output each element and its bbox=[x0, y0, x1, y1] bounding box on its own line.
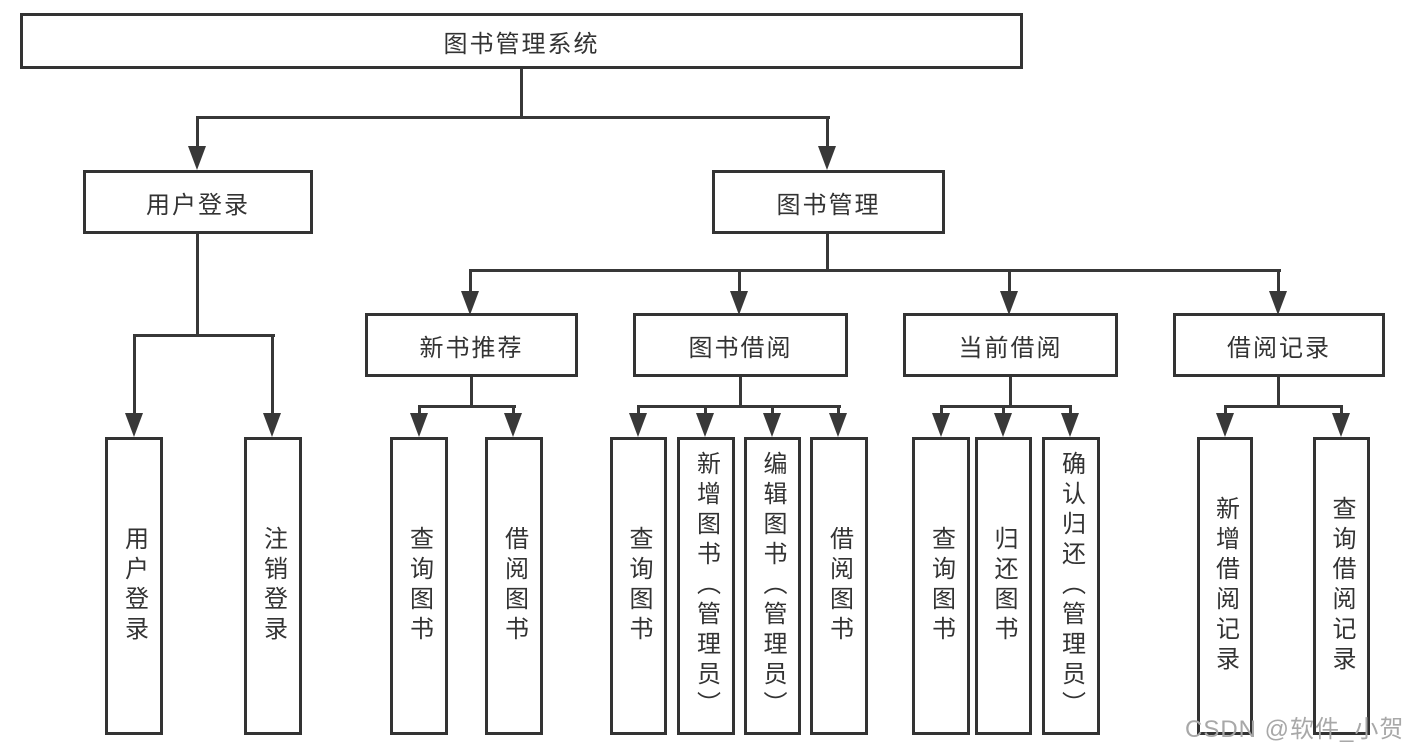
arrowhead-down-icon bbox=[829, 413, 847, 437]
arrowhead-down-icon bbox=[1216, 413, 1234, 437]
node-root-system: 图书管理系统 bbox=[20, 13, 1023, 69]
connector-drop-current-borrow bbox=[1008, 269, 1011, 295]
arrowhead-down-icon bbox=[1332, 413, 1350, 437]
leaf-add-borrow-record: 新增借阅记录 bbox=[1197, 437, 1253, 735]
connector-drop-leaf bbox=[1002, 405, 1005, 418]
leaf-label: 查询图书 bbox=[927, 526, 955, 646]
connector-borrow-records-stem bbox=[1277, 377, 1280, 408]
connector-drop-leaf bbox=[512, 405, 515, 418]
arrowhead-down-icon bbox=[696, 413, 714, 437]
leaf-query-borrow-record: 查询借阅记录 bbox=[1313, 437, 1370, 735]
leaf-user-login: 用户登录 bbox=[105, 437, 163, 735]
connector-current-borrow-stem bbox=[1009, 377, 1012, 408]
connector-root-rail bbox=[196, 116, 830, 119]
arrowhead-down-icon bbox=[410, 413, 428, 437]
leaf-borrow-books: 借阅图书 bbox=[810, 437, 868, 735]
arrowhead-down-icon bbox=[461, 291, 479, 315]
arrowhead-down-icon bbox=[818, 146, 836, 170]
csdn-watermark: CSDN @软件_小贺同学 bbox=[1185, 716, 1405, 743]
connector-drop-new-book bbox=[469, 269, 472, 295]
node-user-login-branch: 用户登录 bbox=[83, 170, 313, 234]
node-current-borrowing: 当前借阅 bbox=[903, 313, 1118, 377]
leaf-label: 新增借阅记录 bbox=[1211, 496, 1239, 676]
leaf-label: 查询图书 bbox=[405, 526, 433, 646]
connector-borrow-records-rail bbox=[1224, 405, 1343, 408]
connector-book-borrow-stem bbox=[739, 377, 742, 408]
arrowhead-down-icon bbox=[188, 146, 206, 170]
node-book-management: 图书管理 bbox=[712, 170, 945, 234]
node-book-borrowing: 图书借阅 bbox=[633, 313, 848, 377]
connector-new-book-rail bbox=[418, 405, 516, 408]
leaf-label: 注销登录 bbox=[259, 526, 287, 646]
connector-current-borrow-rail bbox=[940, 405, 1072, 408]
connector-root-stem bbox=[520, 69, 523, 119]
leaf-edit-books-admin: 编辑图书（管理员） bbox=[744, 437, 801, 735]
connector-drop-leaf bbox=[637, 405, 640, 418]
leaf-query-books-recommend: 查询图书 bbox=[390, 437, 448, 735]
leaf-return-books: 归还图书 bbox=[975, 437, 1032, 735]
node-borrowing-records: 借阅记录 bbox=[1173, 313, 1385, 377]
leaf-query-books-borrowing: 查询图书 bbox=[610, 437, 667, 735]
leaf-label: 查询借阅记录 bbox=[1328, 496, 1355, 676]
arrowhead-down-icon bbox=[932, 413, 950, 437]
leaf-label: 查询图书 bbox=[625, 526, 652, 646]
leaf-label: 归还图书 bbox=[990, 526, 1017, 646]
connector-drop-leaf bbox=[133, 334, 136, 418]
leaf-label: 借阅图书 bbox=[825, 526, 853, 646]
leaf-label: 借阅图书 bbox=[500, 526, 528, 646]
arrowhead-down-icon bbox=[629, 413, 647, 437]
leaf-label: 确认归还（管理员） bbox=[1057, 451, 1085, 721]
connector-user-login-stem bbox=[196, 234, 199, 336]
leaf-add-books-admin: 新增图书（管理员） bbox=[677, 437, 735, 735]
connector-drop-leaf bbox=[271, 334, 274, 418]
leaf-confirm-return-admin: 确认归还（管理员） bbox=[1042, 437, 1100, 735]
connector-drop-leaf bbox=[1224, 405, 1227, 418]
arrowhead-down-icon bbox=[1269, 291, 1287, 315]
arrowhead-down-icon bbox=[125, 413, 143, 437]
connector-book-mgmt-stem bbox=[826, 234, 829, 272]
arrowhead-down-icon bbox=[730, 291, 748, 315]
connector-drop-leaf bbox=[1340, 405, 1343, 418]
connector-book-mgmt-rail bbox=[469, 269, 1281, 272]
arrowhead-down-icon bbox=[994, 413, 1012, 437]
connector-user-login-rail bbox=[133, 334, 275, 337]
connector-new-book-stem bbox=[470, 377, 473, 408]
leaf-borrow-books-recommend: 借阅图书 bbox=[485, 437, 543, 735]
node-new-book-recommend: 新书推荐 bbox=[365, 313, 578, 377]
leaf-logout: 注销登录 bbox=[244, 437, 302, 735]
connector-drop-book-borrow bbox=[738, 269, 741, 295]
arrowhead-down-icon bbox=[263, 413, 281, 437]
connector-drop-user-login bbox=[196, 116, 199, 150]
connector-drop-leaf bbox=[940, 405, 943, 418]
connector-drop-leaf bbox=[1069, 405, 1072, 418]
arrowhead-down-icon bbox=[504, 413, 522, 437]
connector-drop-leaf bbox=[704, 405, 707, 418]
leaf-label: 编辑图书（管理员） bbox=[759, 451, 786, 721]
arrowhead-down-icon bbox=[763, 413, 781, 437]
connector-drop-book-mgmt bbox=[826, 116, 829, 150]
arrowhead-down-icon bbox=[1000, 291, 1018, 315]
leaf-query-books-current: 查询图书 bbox=[912, 437, 970, 735]
leaf-label: 用户登录 bbox=[120, 526, 148, 646]
connector-drop-borrow-records bbox=[1277, 269, 1280, 295]
leaf-label: 新增图书（管理员） bbox=[692, 451, 720, 721]
connector-drop-leaf bbox=[771, 405, 774, 418]
arrowhead-down-icon bbox=[1061, 413, 1079, 437]
connector-drop-leaf bbox=[418, 405, 421, 418]
connector-book-borrow-rail bbox=[637, 405, 841, 408]
connector-drop-leaf bbox=[837, 405, 840, 418]
